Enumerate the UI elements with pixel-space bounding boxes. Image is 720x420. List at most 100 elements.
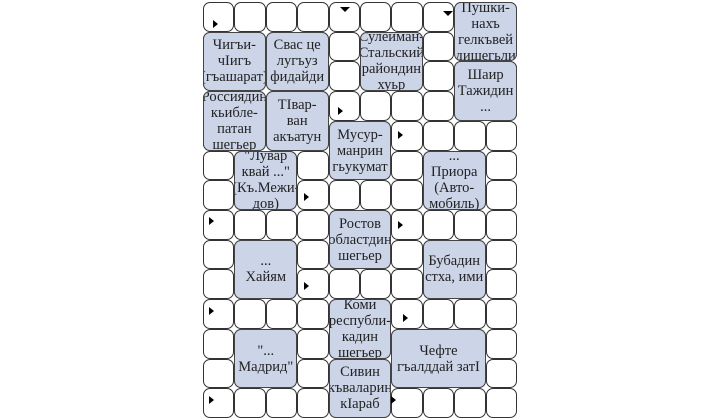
answer-cell[interactable] <box>203 269 235 300</box>
clue-bubadin: Бубадин стха, ими <box>422 239 486 300</box>
answer-cell[interactable] <box>203 2 235 32</box>
answer-cell[interactable] <box>485 269 517 300</box>
answer-cell[interactable] <box>391 269 423 300</box>
answer-cell[interactable] <box>203 150 235 181</box>
clue-russia: Россиядин кьибле- патан шегьер <box>203 91 266 151</box>
arrow-marker-icon <box>209 396 214 404</box>
answer-cell[interactable] <box>328 91 360 121</box>
arrow-marker-icon <box>304 282 309 290</box>
answer-cell[interactable] <box>422 31 455 62</box>
answer-cell[interactable] <box>391 299 423 329</box>
arrow-marker-icon <box>304 193 309 201</box>
arrow-marker-icon <box>338 107 343 115</box>
clue-rostov: Ростов областдин шегьер <box>328 209 392 270</box>
answer-cell[interactable] <box>485 209 517 240</box>
answer-cell[interactable] <box>297 269 329 300</box>
answer-cell[interactable] <box>203 388 235 418</box>
arrow-marker-icon <box>398 131 403 139</box>
answer-cell[interactable] <box>297 239 329 270</box>
answer-cell[interactable] <box>203 358 235 389</box>
answer-cell[interactable] <box>422 299 455 329</box>
answer-cell[interactable] <box>454 299 486 329</box>
answer-cell[interactable] <box>265 299 298 329</box>
answer-cell[interactable] <box>297 299 329 329</box>
answer-cell[interactable] <box>297 180 329 210</box>
answer-cell[interactable] <box>391 239 423 270</box>
answer-cell[interactable] <box>485 150 517 181</box>
arrow-marker-icon <box>391 396 396 404</box>
answer-cell[interactable] <box>391 150 423 181</box>
answer-cell[interactable] <box>422 209 455 240</box>
answer-cell[interactable] <box>297 388 329 418</box>
answer-cell[interactable] <box>328 269 360 300</box>
answer-cell[interactable] <box>234 2 266 32</box>
answer-cell[interactable] <box>265 388 298 418</box>
clue-chefte: Чефте гъалддай затI <box>391 328 486 389</box>
answer-cell[interactable] <box>391 180 423 210</box>
answer-cell[interactable] <box>391 91 423 121</box>
answer-cell[interactable] <box>391 2 423 32</box>
answer-cell[interactable] <box>297 358 329 389</box>
clue-svas: Свас це лугъуз фидайди <box>265 31 329 92</box>
answer-cell[interactable] <box>422 91 455 121</box>
arrow-marker-icon <box>403 314 408 322</box>
answer-cell[interactable] <box>234 388 266 418</box>
answer-cell[interactable] <box>359 2 392 32</box>
answer-cell[interactable] <box>485 180 517 210</box>
clue-chigi: Чигъи- чIигъ (гъашарат) <box>203 31 266 92</box>
clue-priora: ... Приора (Авто- мобиль) <box>422 150 486 210</box>
answer-cell[interactable] <box>391 388 423 418</box>
clue-khayam: ... Хайям <box>234 239 298 300</box>
answer-cell[interactable] <box>203 239 235 270</box>
answer-cell[interactable] <box>328 180 360 210</box>
answer-cell[interactable] <box>422 120 455 151</box>
answer-cell[interactable] <box>391 120 423 151</box>
clue-luvar: "Лувар квай ..." (Къ.Межи- дов) <box>234 150 298 210</box>
answer-cell[interactable] <box>454 209 486 240</box>
answer-cell[interactable] <box>297 209 329 240</box>
answer-cell[interactable] <box>234 209 266 240</box>
clue-suleyman: Сулейман- Стальский райондин хуьр <box>359 31 423 92</box>
answer-cell[interactable] <box>203 328 235 359</box>
answer-cell[interactable] <box>485 239 517 270</box>
answer-cell[interactable] <box>265 2 298 32</box>
arrow-marker-icon <box>443 11 453 16</box>
answer-cell[interactable] <box>203 209 235 240</box>
answer-cell[interactable] <box>297 328 329 359</box>
answer-cell[interactable] <box>265 209 298 240</box>
answer-cell[interactable] <box>391 209 423 240</box>
arrow-marker-icon <box>209 307 214 315</box>
clue-pushkin: Пушки- нахъ гелкъвей дишегьли <box>454 2 517 62</box>
answer-cell[interactable] <box>359 180 392 210</box>
clue-madrid: "... Мадрид" <box>234 328 298 389</box>
clue-sivin: Сивин къваларин кIараб <box>328 358 392 418</box>
answer-cell[interactable] <box>485 328 517 359</box>
answer-cell[interactable] <box>422 2 455 32</box>
clue-shair: Шаир Тажидин ... <box>454 61 517 121</box>
crossword-grid: Чигъи- чIигъ (гъашарат) Свас це лугъуз ф… <box>203 2 517 418</box>
answer-cell[interactable] <box>203 299 235 329</box>
arrow-marker-icon <box>340 7 350 12</box>
answer-cell[interactable] <box>422 388 455 418</box>
answer-cell[interactable] <box>297 2 329 32</box>
answer-cell[interactable] <box>485 120 517 151</box>
answer-cell[interactable] <box>422 61 455 92</box>
answer-cell[interactable] <box>234 299 266 329</box>
arrow-marker-icon <box>398 221 403 229</box>
answer-cell[interactable] <box>203 180 235 210</box>
clue-komi: Коми республи- кадин шегьер <box>328 299 392 359</box>
answer-cell[interactable] <box>328 61 360 92</box>
clue-musur: Мусур- манрин гьукумат <box>328 120 392 181</box>
answer-cell[interactable] <box>454 120 486 151</box>
answer-cell[interactable] <box>297 150 329 181</box>
answer-cell[interactable] <box>485 299 517 329</box>
arrow-marker-icon <box>209 217 214 225</box>
answer-cell[interactable] <box>454 388 486 418</box>
arrow-marker-icon <box>213 20 218 28</box>
answer-cell[interactable] <box>359 269 392 300</box>
answer-cell[interactable] <box>328 31 360 62</box>
answer-cell[interactable] <box>485 388 517 418</box>
answer-cell[interactable] <box>485 358 517 389</box>
answer-cell[interactable] <box>328 2 360 32</box>
answer-cell[interactable] <box>359 91 392 121</box>
